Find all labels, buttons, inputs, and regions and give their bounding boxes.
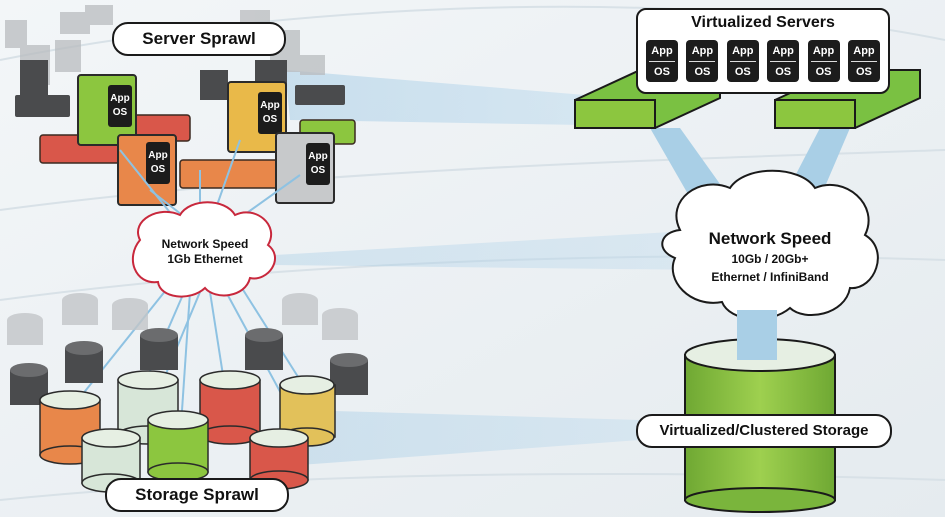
tower-label-gray: App OS: [306, 150, 330, 178]
vm-app-text: App: [772, 44, 794, 57]
tower-app-text: App: [308, 151, 328, 162]
tower-app-text: App: [110, 93, 130, 104]
tower-app-text: App: [260, 100, 280, 111]
right-cloud-line1: 10Gb / 20Gb+: [731, 252, 809, 266]
right-cloud-line2: Ethernet / InfiniBand: [711, 270, 829, 284]
tower-label-green: App OS: [108, 92, 132, 120]
tower-os-text: OS: [310, 165, 326, 176]
server-sprawl-label: Server Sprawl: [112, 22, 286, 56]
vm-os-text: OS: [694, 65, 711, 78]
vm-app-text: App: [651, 44, 673, 57]
dark-storage: [10, 328, 368, 405]
left-cloud-text: Network Speed 1Gb Ethernet: [140, 237, 270, 267]
server-towers: [77, 74, 335, 206]
vm-os-text: OS: [856, 65, 872, 78]
right-cloud: [661, 169, 879, 320]
tower-label-yellow: App OS: [258, 99, 282, 127]
vm-os-text: OS: [775, 65, 792, 78]
virtualized-servers-title: Virtualized Servers: [691, 14, 835, 31]
link-servers: [285, 70, 585, 125]
faded-storage: [7, 293, 358, 345]
tower-app-text: App: [148, 150, 168, 161]
tower-os-text: OS: [150, 164, 166, 175]
vm-app-text: App: [732, 44, 754, 57]
left-cloud: [131, 201, 276, 298]
link-network: [275, 230, 705, 270]
right-cloud-text: Network Speed 10Gb / 20Gb+ Ethernet / In…: [680, 228, 860, 286]
vm-app-text: App: [853, 44, 875, 57]
left-cloud-line1: Network Speed: [161, 237, 249, 251]
right-cloud-title: Network Speed: [708, 229, 832, 248]
link-storage: [300, 410, 640, 465]
vm-app-text: App: [812, 44, 835, 57]
vm-os-text: OS: [734, 65, 751, 78]
vm-os-text: OS: [815, 65, 832, 78]
virtualized-storage-label: Virtualized/Clustered Storage: [636, 414, 892, 448]
storage-sprawl-label: Storage Sprawl: [105, 478, 289, 512]
tower-os-text: OS: [262, 114, 278, 125]
tower-os-text: OS: [112, 107, 128, 118]
left-cloud-line2: 1Gb Ethernet: [167, 252, 243, 266]
storage-cylinders: [39, 370, 336, 493]
tower-label-orange: App OS: [146, 149, 170, 177]
vm-app-text: App: [691, 44, 714, 57]
vm-os-text: OS: [654, 65, 670, 78]
